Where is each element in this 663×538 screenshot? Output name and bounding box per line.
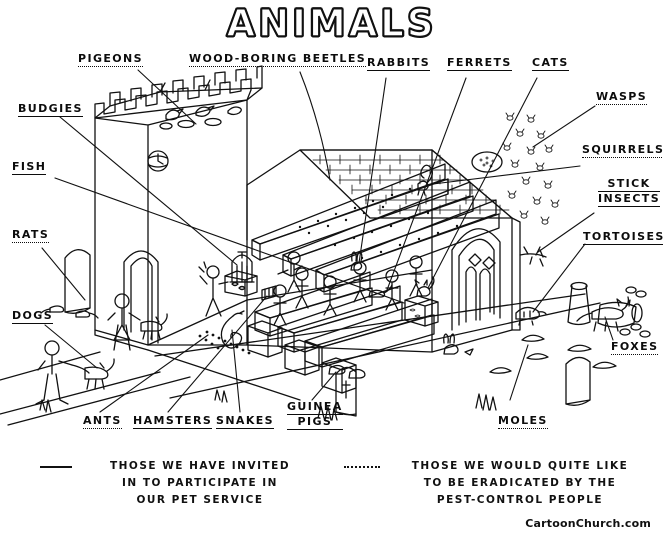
pigeons-on-tower	[159, 105, 242, 130]
roof-beams	[251, 163, 500, 293]
label-cats: CATS	[532, 56, 569, 71]
label-ferrets: FERRETS	[447, 56, 512, 71]
fox	[576, 296, 631, 332]
churchyard-left	[39, 249, 228, 413]
wasps-swarm	[502, 112, 560, 225]
rabbit-on-pew	[350, 251, 363, 271]
page-title: ANIMALS	[226, 1, 437, 46]
legend-invited: THOSE WE HAVE INVITED IN TO PARTICIPATE …	[80, 458, 320, 509]
ferret-on-pew	[368, 284, 393, 298]
label-dogs: DOGS	[12, 309, 54, 324]
legend-invited-line2: IN TO PARTICIPATE IN	[122, 477, 278, 489]
label-stick-insects: STICK INSECTS	[598, 177, 661, 207]
label-hamsters: HAMSTERS	[133, 414, 213, 429]
legend-eradicated-line1: THOSE WE WOULD QUITE LIKE	[411, 460, 629, 472]
snake-on-floor	[220, 310, 245, 349]
legend-eradicated-line3: PEST-CONTROL PEOPLE	[436, 494, 604, 506]
label-rabbits: RABBITS	[367, 56, 431, 71]
credit-cartoonchurch[interactable]: CartoonChurch.com	[525, 517, 651, 530]
legend-key-eradicated	[344, 466, 380, 468]
stick-insect	[519, 246, 547, 267]
label-wood-boring-beetles: WOOD-BORING BEETLES	[189, 52, 367, 67]
label-squirrels: SQUIRRELS	[582, 143, 663, 158]
label-rats: RATS	[12, 228, 50, 243]
churchyard-right	[489, 281, 651, 374]
person-with-carrier	[198, 261, 258, 317]
congregation-figures	[273, 251, 435, 326]
legend-key-invited	[40, 466, 72, 468]
people-with-dogs	[0, 293, 191, 426]
legend-invited-line3: OUR PET SERVICE	[136, 494, 264, 506]
label-pigeons: PIGEONS	[78, 52, 143, 67]
hamster-cage	[261, 285, 277, 301]
label-leader-lines	[41, 69, 614, 413]
molehills	[489, 334, 617, 374]
label-ants: ANTS	[83, 414, 122, 429]
label-wasps: WASPS	[596, 90, 648, 105]
label-budgies: BUDGIES	[18, 102, 83, 117]
churchyard-front	[317, 356, 591, 421]
label-moles: MOLES	[498, 414, 548, 429]
legend-eradicated: THOSE WE WOULD QUITE LIKE TO BE ERADICAT…	[390, 458, 650, 509]
label-foxes: FOXES	[611, 340, 659, 355]
rats	[40, 305, 99, 319]
scattered-rubbish	[619, 286, 651, 338]
tower-clock	[147, 150, 169, 172]
rabbits-floor	[443, 333, 474, 356]
label-fish: FISH	[12, 160, 47, 175]
dustbins	[567, 281, 643, 328]
ants-trail	[198, 330, 251, 355]
legend-eradicated-line2: TO BE ERADICATED BY THE	[423, 477, 617, 489]
fish-tank	[404, 295, 439, 327]
church-tower	[94, 65, 263, 351]
legend-invited-line1: THOSE WE HAVE INVITED	[109, 460, 291, 472]
tortoise	[515, 306, 547, 326]
label-guinea-pigs: GUINEA PIGS	[287, 400, 343, 430]
label-snakes: SNAKES	[216, 414, 275, 429]
congregation-pews	[198, 251, 474, 394]
label-tortoises: TORTOISES	[583, 230, 663, 245]
